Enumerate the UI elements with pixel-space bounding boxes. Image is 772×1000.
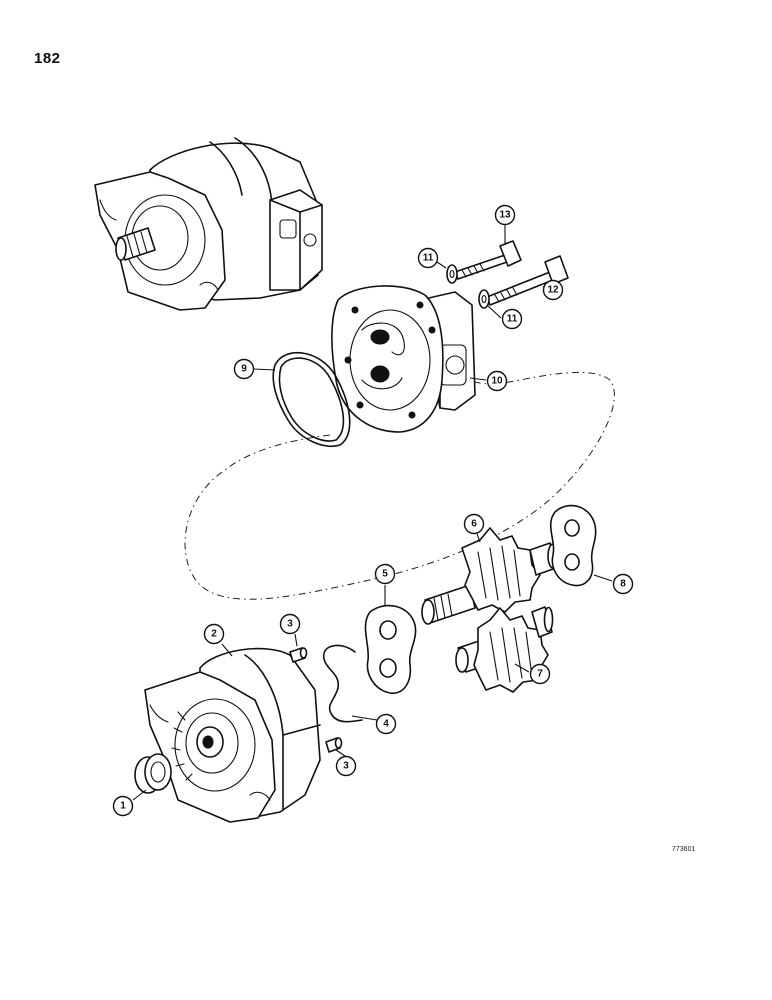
wear-plate-rear — [549, 504, 597, 587]
callout-1: 1 — [112, 795, 134, 817]
callout-label: 11 — [423, 253, 434, 264]
callout-9: 9 — [233, 358, 255, 380]
callout-13: 13 — [494, 204, 516, 226]
callout-10: 10 — [486, 370, 508, 392]
callout-11-lower: 11 — [501, 308, 523, 330]
callout-label: 6 — [471, 519, 477, 530]
callout-3-lower: 3 — [335, 755, 357, 777]
callout-2: 2 — [203, 623, 225, 645]
callout-12: 12 — [542, 279, 564, 301]
assembly-dashed-line — [184, 372, 615, 600]
callout-label: 4 — [383, 719, 389, 730]
dowel-pins — [289, 647, 343, 753]
callout-5: 5 — [374, 563, 396, 585]
wear-plate — [364, 604, 417, 694]
callout-label: 11 — [507, 314, 518, 325]
callout-label: 3 — [343, 761, 349, 772]
callout-label: 5 — [382, 569, 388, 580]
idler-gear — [455, 606, 554, 693]
pump-body — [144, 647, 321, 823]
callout-4: 4 — [375, 713, 397, 735]
callout-label: 8 — [620, 579, 626, 590]
shaft-seal — [134, 753, 172, 794]
seal-ring — [272, 351, 351, 447]
leader-lines — [132, 225, 613, 801]
callout-label: 2 — [211, 629, 217, 640]
drive-gear — [421, 527, 559, 625]
callout-3-upper: 3 — [279, 613, 301, 635]
wire-seal — [322, 644, 363, 723]
callout-11-upper: 11 — [417, 247, 439, 269]
callout-7: 7 — [529, 663, 551, 685]
figure-code: 773601 — [672, 846, 696, 853]
callout-label: 1 — [120, 801, 126, 812]
callout-label: 10 — [491, 376, 503, 387]
assembled-pump — [94, 137, 323, 311]
callout-6: 6 — [463, 513, 485, 535]
page-number: 182 — [34, 50, 61, 67]
callout-label: 12 — [547, 285, 559, 296]
bolts-and-washers — [446, 240, 569, 309]
flange-cover — [331, 285, 476, 433]
callout-label: 7 — [537, 669, 543, 680]
callout-label: 3 — [287, 619, 293, 630]
callout-8: 8 — [612, 573, 634, 595]
callout-label: 9 — [241, 364, 247, 375]
callout-label: 13 — [499, 210, 511, 221]
